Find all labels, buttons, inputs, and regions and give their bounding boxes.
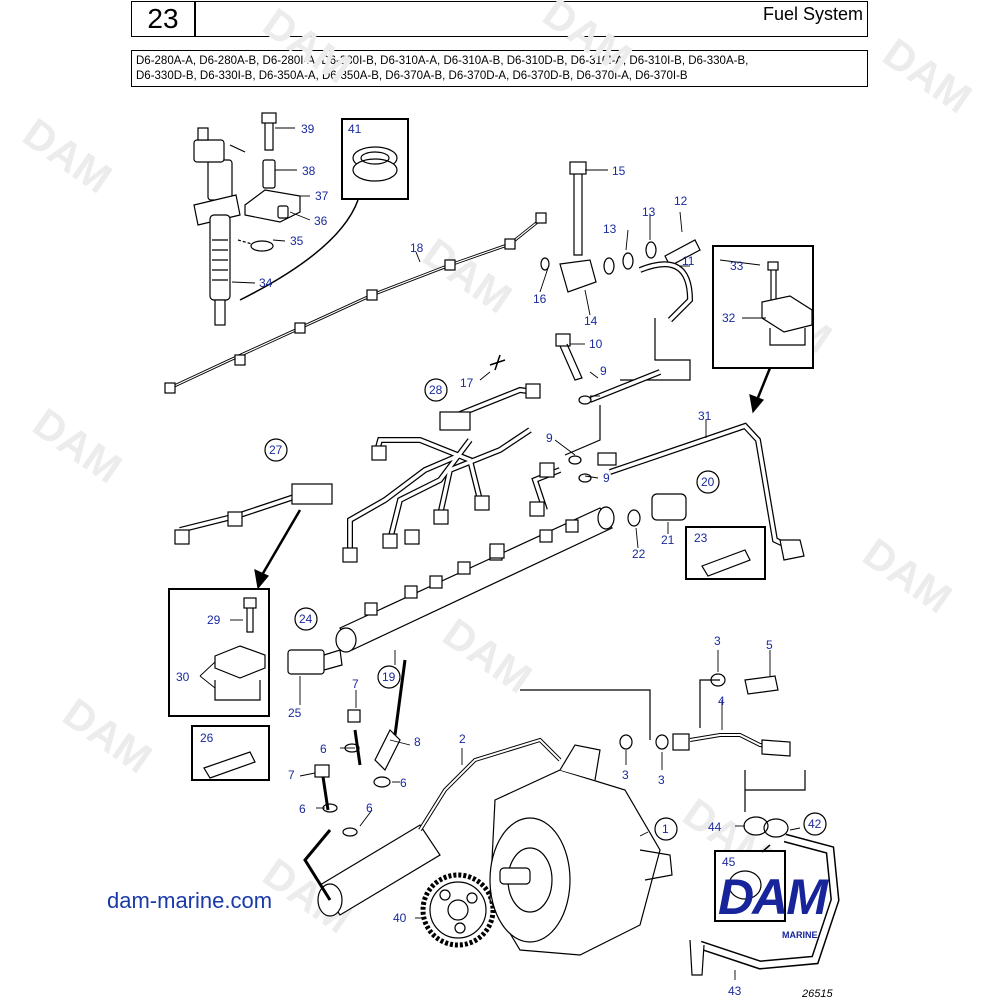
callout-38: 38 [302,164,316,178]
spacer-36 [277,205,289,219]
watermark: DAM [435,609,540,702]
callout-34: 34 [259,276,273,290]
seal-22 [627,509,641,527]
high-pressure-pump [489,744,673,956]
callout-10: 10 [589,337,603,351]
banjo-bolt-5 [744,675,779,695]
callout-6: 6 [299,802,306,816]
callout-17: 17 [460,376,474,390]
fuel-pipe-8 [374,728,401,772]
callout-28: 28 [429,383,443,397]
callout-9: 9 [546,431,553,445]
callout-35: 35 [290,234,304,248]
callout-39: 39 [301,122,315,136]
brand-logo-subtitle: MARINE [782,930,818,940]
callout-14: 14 [584,314,598,328]
callout-8: 8 [414,735,421,749]
callout-41: 41 [348,122,362,136]
callout-6: 6 [400,776,407,790]
brand-logo: DAM [718,869,828,925]
model-list: D6-280A-A, D6-280A-B, D6-280I-A, D6-280I… [131,50,868,87]
callout-21: 21 [661,533,675,547]
callout-3: 3 [658,773,665,787]
callout-11: 11 [682,254,695,268]
title-box: Fuel System [195,1,868,37]
callout-33: 33 [730,259,744,273]
callout-1: 1 [662,822,669,836]
model-list-line-1: D6-280A-A, D6-280A-B, D6-280I-A, D6-280I… [136,55,749,67]
page-title: Fuel System [762,4,863,24]
bolt-39 [261,112,277,124]
bolt-10 [555,333,571,347]
callout-15: 15 [612,164,626,178]
watermark: DAM [25,399,130,492]
callout-31: 31 [698,409,712,423]
callout-3: 3 [714,634,721,648]
high-pressure-pipes [179,386,562,560]
watermark: DAM [415,229,520,322]
watermark: DAM [855,529,960,622]
callout-45: 45 [722,855,736,869]
callout-29: 29 [207,613,221,627]
pressure-limiter-21 [651,493,687,521]
callout-43: 43 [728,984,742,998]
callout-44: 44 [708,820,722,834]
detail-box-23 [685,526,766,580]
callout-23: 23 [694,531,708,545]
watermark: DAM [255,0,360,92]
watermark: DAM [535,0,640,82]
pressure-sensor-25 [287,649,325,675]
website-link[interactable]: dam-marine.com [107,888,273,913]
callout-3: 3 [622,768,629,782]
callout-27: 27 [269,443,283,457]
banjo-bolt-15 [569,161,587,175]
callout-circles [264,378,827,841]
watermark: DAM [55,689,160,782]
callout-37: 37 [315,189,329,203]
page-number: 23 [131,1,195,37]
callout-7: 7 [288,768,295,782]
callout-9: 9 [600,364,607,378]
callout-24: 24 [299,612,313,626]
clip-17 [489,354,506,371]
banjo-fitting-14 [559,259,597,293]
watermark: DAM [15,109,120,202]
injector [193,127,246,326]
callout-19: 19 [382,670,396,684]
callout-4: 4 [718,694,725,708]
callout-18: 18 [410,241,424,255]
line-art [164,112,840,980]
callout-36: 36 [314,214,328,228]
callout-42: 42 [808,817,822,831]
callout-5: 5 [766,638,773,652]
callout-6: 6 [320,742,327,756]
callout-30: 30 [176,670,190,684]
sleeve-38 [262,159,276,189]
callout-20: 20 [701,475,715,489]
callouts: 39 38 37 36 35 34 41 18 15 12 13 13 11 1… [176,122,822,998]
callout-13: 13 [642,205,656,219]
callout-32: 32 [722,311,736,325]
clamp-37 [244,189,301,223]
callout-22: 22 [632,547,646,561]
seal-16 [540,257,550,271]
o-ring-35 [250,240,274,252]
callout-12: 12 [674,194,688,208]
callout-6: 6 [366,801,373,815]
callout-40: 40 [393,911,407,925]
leader-lines [199,127,801,980]
callout-16: 16 [533,292,547,306]
callout-13: 13 [603,222,617,236]
callout-9: 9 [603,471,610,485]
callout-2: 2 [459,732,466,746]
callout-7: 7 [352,677,359,691]
fuel-rail-19 [335,506,615,653]
watermark: DAM [875,29,980,122]
callout-25: 25 [288,706,302,720]
model-list-line-2: D6-330D-B, D6-330I-B, D6-350A-A, D6-350A… [136,70,688,82]
drawing-number: 26515 [802,988,833,1000]
callout-26: 26 [200,731,214,745]
